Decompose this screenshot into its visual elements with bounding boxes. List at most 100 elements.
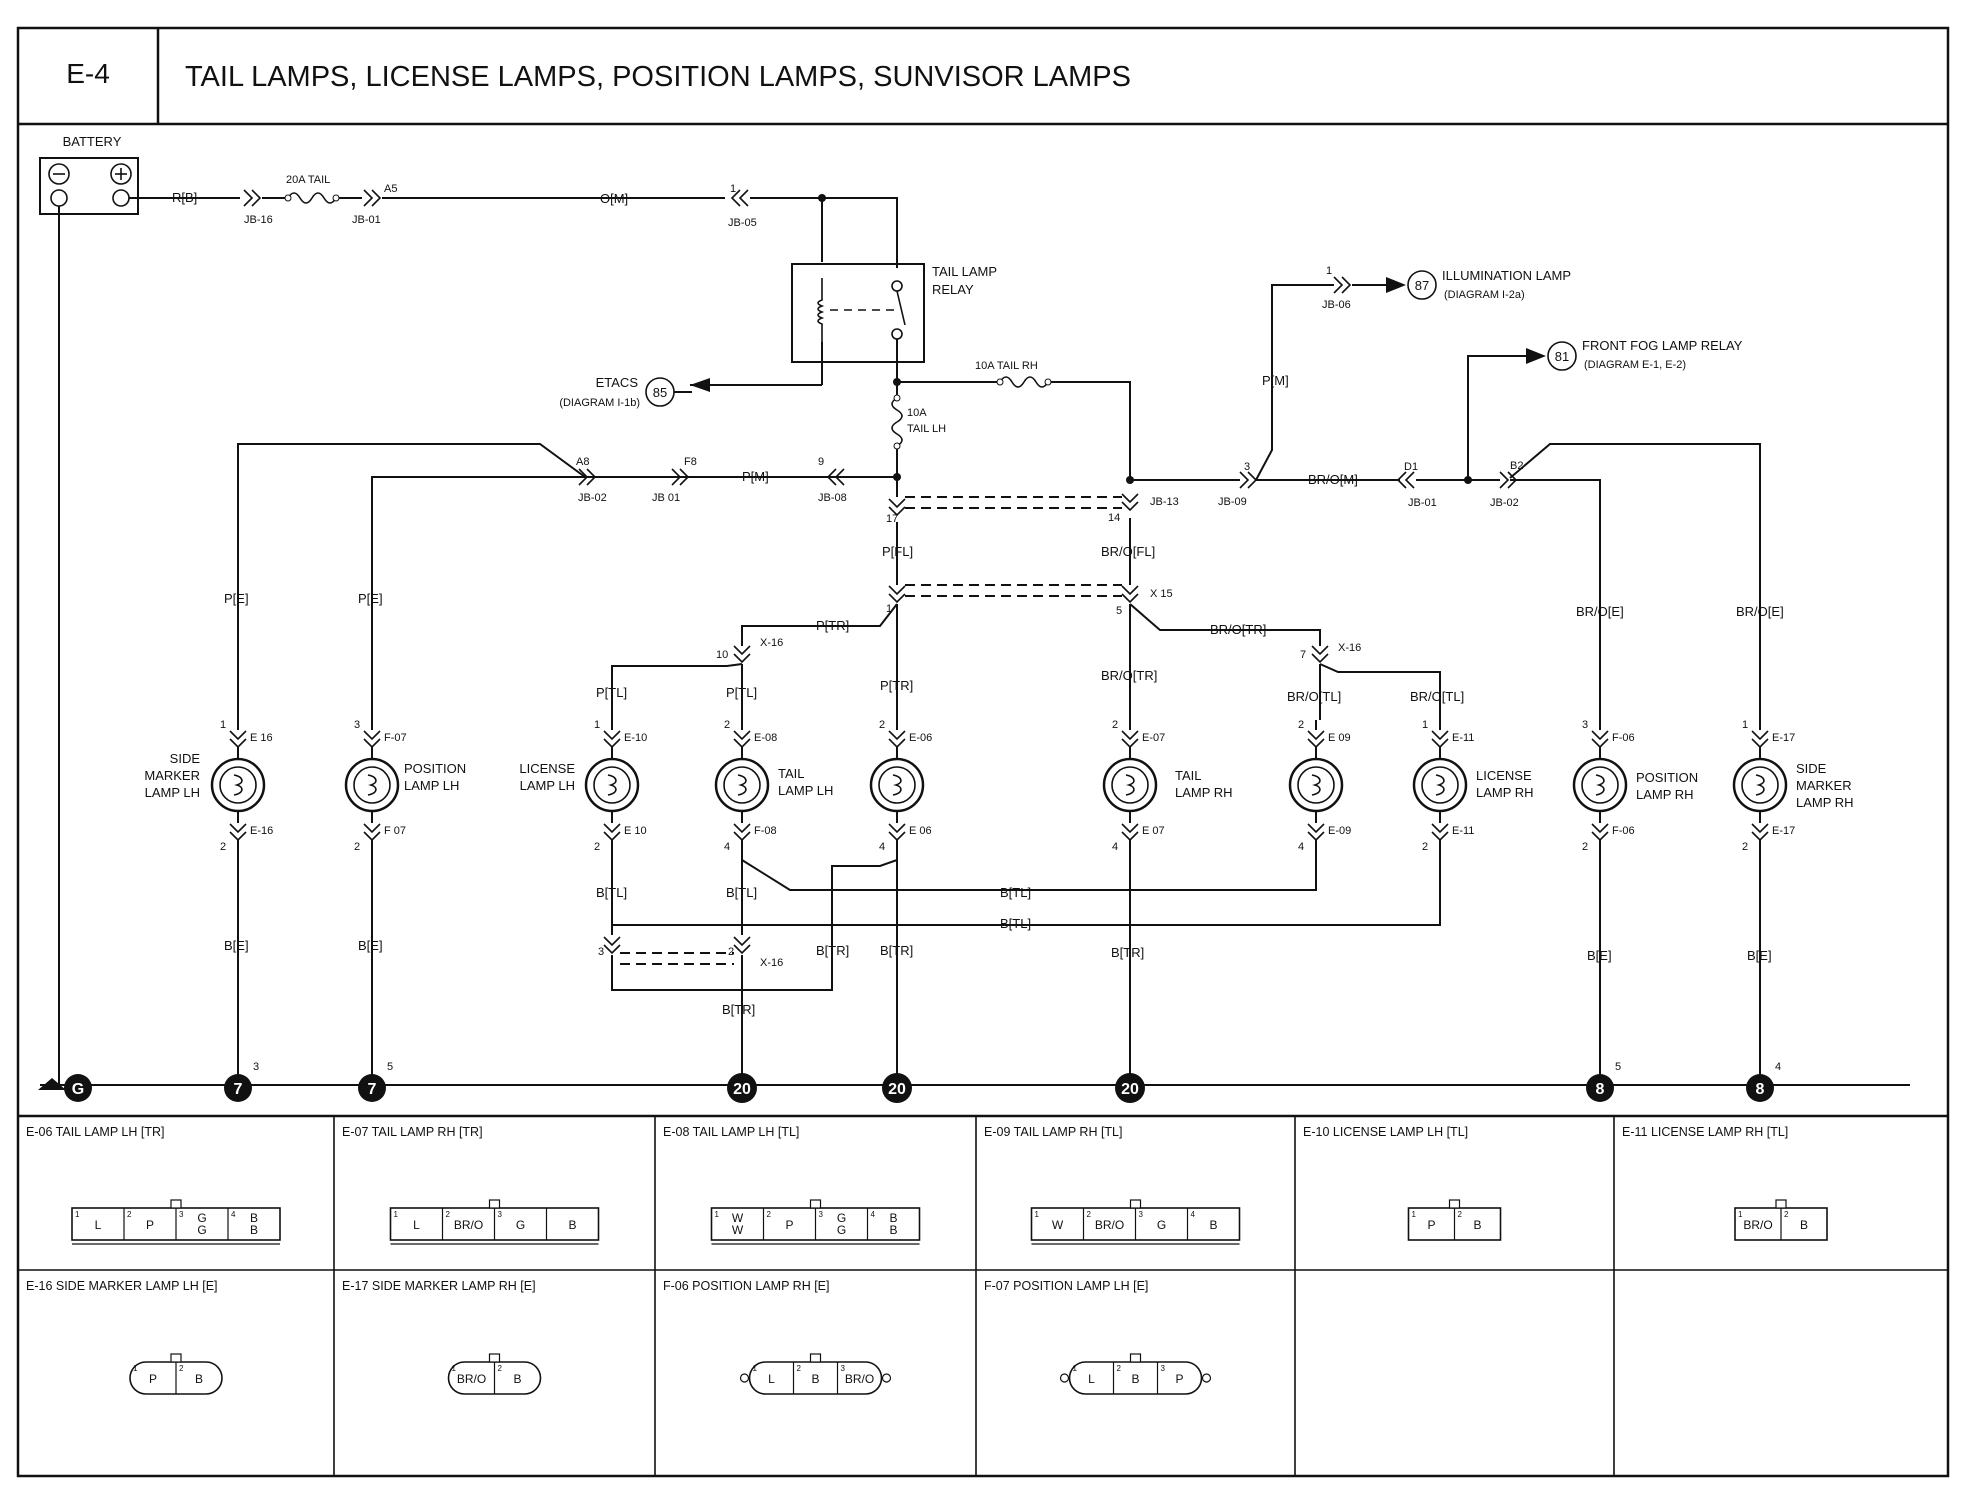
pin-number: 3 <box>1582 719 1588 731</box>
connector-label: A5 <box>384 183 397 195</box>
connector-symbol <box>1121 730 1139 748</box>
diagram-title: TAIL LAMPS, LICENSE LAMPS, POSITION LAMP… <box>185 61 1131 93</box>
relay-label: TAIL LAMP <box>932 264 997 279</box>
ref-87 <box>1407 270 1437 300</box>
connector-title: E-11 LICENSE LAMP RH [TL] <box>1622 1125 1788 1139</box>
connector-label: F-06 <box>1612 732 1635 744</box>
pin-wire-color: W <box>1052 1218 1064 1232</box>
lamp-name: LAMP RH <box>1636 787 1694 802</box>
connector-label: JB-01 <box>1408 497 1437 509</box>
connector-label: F 07 <box>384 825 406 837</box>
connector-label: JB 01 <box>652 492 680 504</box>
pin-wire-color: G <box>837 1211 846 1225</box>
connector-label: X-16 <box>760 637 783 649</box>
ground-number: 8 <box>1596 1081 1605 1098</box>
pin-number: 2 <box>498 1364 503 1373</box>
pin-wire-color: B <box>513 1372 521 1386</box>
connector-symbol <box>1591 823 1609 841</box>
connector-label: E-08 <box>754 732 777 744</box>
connector-label: 9 <box>818 456 824 468</box>
ground-g7: 84 <box>1746 1061 1781 1102</box>
ref-label: (DIAGRAM I-2a) <box>1444 289 1525 301</box>
pin-wire-color: BR/O <box>845 1372 874 1386</box>
pin-wire-color: G <box>197 1223 206 1237</box>
pin-number: 1 <box>452 1364 457 1373</box>
connector-label: E-10 <box>624 732 647 744</box>
connector-symbol <box>1307 823 1325 841</box>
pin-number: 2 <box>1458 1210 1463 1219</box>
wire-label: BR/O[E] <box>1576 604 1624 619</box>
pin-wire-color: BR/O <box>1095 1218 1124 1232</box>
pin-number: 4 <box>879 841 885 853</box>
ref-label: (DIAGRAM I-1b) <box>559 397 640 409</box>
pin-number: 2 <box>1087 1210 1092 1219</box>
connector-symbol <box>888 730 906 748</box>
pin-wire-color: L <box>95 1218 102 1232</box>
connector-label: E-17 <box>1772 825 1795 837</box>
pin-number: 2 <box>1298 719 1304 731</box>
pin-number: 3 <box>498 1210 503 1219</box>
connector-label: 3 <box>598 946 604 958</box>
pin-wire-color: P <box>1427 1218 1435 1232</box>
pin-number: 4 <box>1298 841 1304 853</box>
bulb-icon <box>1102 757 1158 813</box>
wire-label: BR/O[M] <box>1308 472 1358 487</box>
lamp-name: MARKER <box>1796 778 1852 793</box>
ground-number: 8 <box>1756 1081 1765 1098</box>
connector-title: E-10 LICENSE LAMP LH [TL] <box>1303 1125 1468 1139</box>
connector-label: JB-09 <box>1218 496 1247 508</box>
lamp-e09: 2E 09E-094 <box>1288 719 1351 853</box>
connector-label: 7 <box>1300 649 1306 661</box>
pin-number: 4 <box>871 1210 876 1219</box>
bulb-icon <box>344 757 400 813</box>
ground-pin: 3 <box>253 1061 259 1073</box>
connector-label: X-16 <box>760 957 783 969</box>
pin-wire-color: BR/O <box>454 1218 483 1232</box>
ref-label: ILLUMINATION LAMP <box>1442 268 1571 283</box>
pin-wire-color: W <box>732 1211 744 1225</box>
pin-number: 1 <box>715 1210 720 1219</box>
pin-number: 1 <box>1422 719 1428 731</box>
pin-wire-color: P <box>1175 1372 1183 1386</box>
connector-label: E-16 <box>250 825 273 837</box>
pin-number: 2 <box>220 841 226 853</box>
connector-symbol <box>1591 730 1609 748</box>
connector-label: E-06 <box>909 732 932 744</box>
connector-label: X-16 <box>1338 642 1361 654</box>
pin-number: 1 <box>1738 1210 1743 1219</box>
lamp-name: LAMP RH <box>1175 785 1233 800</box>
pin-number: 3 <box>1161 1364 1166 1373</box>
wire-label: BR/O[FL] <box>1101 544 1155 559</box>
pin-number: 1 <box>753 1364 758 1373</box>
fuse-label: 20A TAIL <box>286 174 330 186</box>
ref-label: ETACS <box>596 375 639 390</box>
lamp-name: POSITION <box>1636 770 1698 785</box>
connector-symbol <box>363 823 381 841</box>
ground-number: 20 <box>733 1081 751 1098</box>
bulb-icon <box>1572 757 1628 813</box>
connector-label: F-08 <box>754 825 777 837</box>
wire-label: R[B] <box>172 190 197 205</box>
ref-number: 87 <box>1415 278 1429 293</box>
lamp-name: LAMP LH <box>520 778 575 793</box>
connector-label: E 07 <box>1142 825 1165 837</box>
ground-pin: 5 <box>1615 1061 1621 1073</box>
pin-number: 1 <box>1742 719 1748 731</box>
pin-wire-color: G <box>1157 1218 1166 1232</box>
pin-number: 2 <box>797 1364 802 1373</box>
pin-number: 1 <box>594 719 600 731</box>
wire-label: BR/O[TL] <box>1410 689 1464 704</box>
wire-label: BR/O[TR] <box>1210 622 1266 637</box>
pin-wire-color: G <box>516 1218 525 1232</box>
wire-label: B[E] <box>358 938 383 953</box>
connector-label: B2 <box>1510 460 1523 472</box>
connector-title: E-09 TAIL LAMP RH [TL] <box>984 1125 1122 1139</box>
wire-label: BR/O[TR] <box>1101 668 1157 683</box>
fuse-label: TAIL LH <box>907 423 946 435</box>
